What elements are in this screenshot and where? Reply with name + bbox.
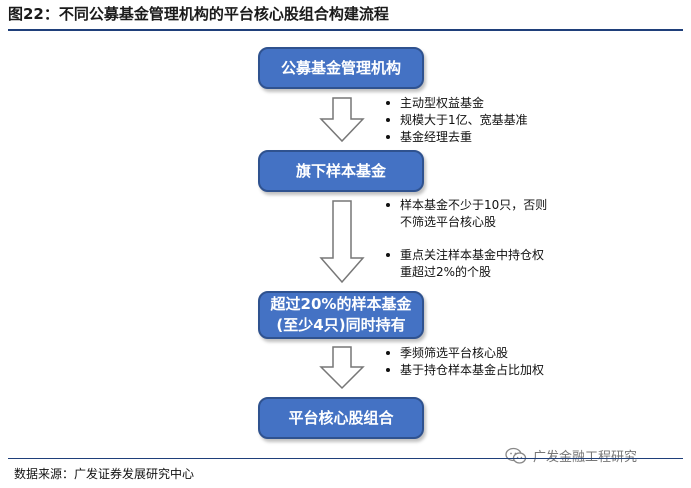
figure-title: 图22：不同公募基金管理机构的平台核心股组合构建流程: [8, 5, 389, 23]
step-sample-funds: 旗下样本基金: [258, 150, 424, 192]
source-divider: [8, 458, 683, 459]
criteria-group-1: 主动型权益基金 规模大于1亿、宽基基准 基金经理去重: [384, 95, 584, 146]
criteria-item: 规模大于1亿、宽基基准: [384, 112, 584, 129]
criteria-item: 季频筛选平台核心股: [384, 345, 552, 362]
down-arrow-1: [319, 97, 365, 143]
wechat-icon: [505, 447, 527, 464]
step-label: 旗下样本基金: [295, 161, 386, 180]
step-label: 平台核心股组合: [288, 408, 394, 427]
title-divider: [8, 29, 683, 31]
criteria-item: 样本基金不少于10只，否则不筛选平台核心股: [384, 197, 552, 231]
source-note: 数据来源：广发证券发展研究中心: [14, 467, 195, 481]
watermark-text: 广发金融工程研究: [533, 450, 638, 465]
step-label-line2: (至少4只)同时持有: [276, 316, 406, 334]
down-arrow-2: [319, 200, 365, 284]
criteria-item: 基于持仓样本基金占比加权: [384, 362, 552, 379]
step-core-portfolio: 平台核心股组合: [258, 397, 424, 439]
criteria-item: 基金经理去重: [384, 129, 584, 146]
step-common-holdings: 超过20%的样本基金 (至少4只)同时持有: [258, 291, 424, 339]
watermark: 广发金融工程研究: [505, 446, 637, 465]
down-arrow-3: [319, 346, 365, 390]
criteria-item: 重点关注样本基金中持仓权重超过2%的个股: [384, 247, 552, 281]
criteria-group-3: 季频筛选平台核心股 基于持仓样本基金占比加权: [384, 345, 552, 379]
step-fund-manager: 公募基金管理机构: [258, 47, 424, 89]
criteria-item: 主动型权益基金: [384, 95, 584, 112]
step-label-line1: 超过20%的样本基金: [270, 295, 412, 313]
step-label: 公募基金管理机构: [280, 58, 401, 77]
criteria-group-2: 样本基金不少于10只，否则不筛选平台核心股 重点关注样本基金中持仓权重超过2%的…: [384, 197, 552, 281]
